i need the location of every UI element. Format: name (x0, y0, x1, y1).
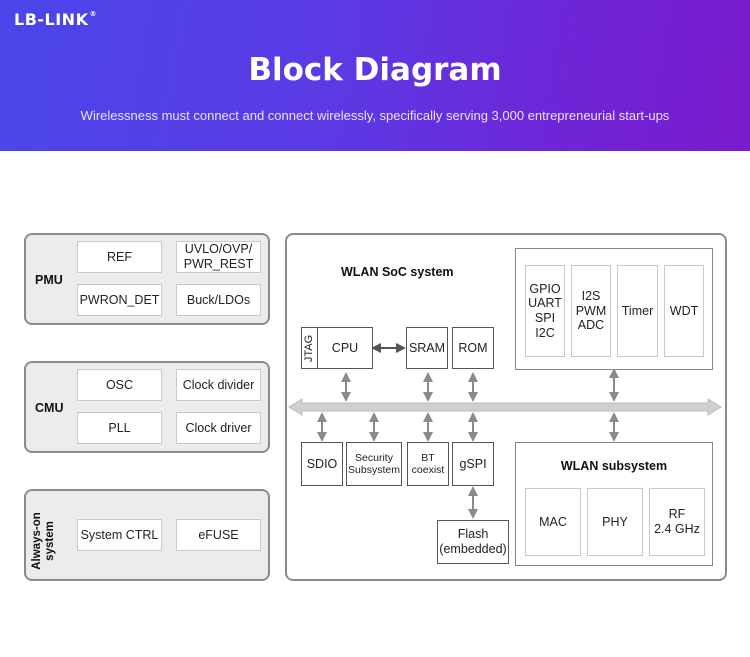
gspi-block: gSPI (452, 442, 494, 486)
wdt-block: WDT (664, 265, 704, 357)
wlan-soc-label: WLAN SoC system (341, 265, 454, 279)
flash-block: Flash (embedded) (437, 520, 509, 564)
cpu-block: JTAG CPU (301, 327, 373, 369)
system-ctrl-block: System CTRL (77, 519, 162, 551)
wlan-soc-panel (285, 233, 727, 581)
mac-block: MAC (525, 488, 581, 556)
pmu-label: PMU (35, 273, 63, 287)
page-subtitle: Wirelessness must connect and connect wi… (80, 108, 670, 123)
efuse-block: eFUSE (176, 519, 261, 551)
brand-logo[interactable]: LB-LINK® (14, 10, 97, 29)
sram-block: SRAM (406, 327, 448, 369)
pmu-panel: PMU REF UVLO/OVP/ PWR_REST PWRON_DET Buc… (24, 233, 270, 325)
osc-block: OSC (77, 369, 162, 401)
clock-driver-block: Clock driver (176, 412, 261, 444)
always-on-panel: Always-on system System CTRL eFUSE (24, 489, 270, 581)
buck-ldo-block: Buck/LDOs (176, 284, 261, 316)
rom-block: ROM (452, 327, 494, 369)
pwron-det-block: PWRON_DET (77, 284, 162, 316)
registered-mark: ® (89, 10, 97, 18)
phy-block: PHY (587, 488, 643, 556)
timer-block: Timer (617, 265, 658, 357)
jtag-label: JTAG (302, 328, 318, 368)
uvlo-ovp-block: UVLO/OVP/ PWR_REST (176, 241, 261, 273)
bt-coexist-block: BT coexist (407, 442, 449, 486)
gpio-uart-spi-i2c-block: GPIO UART SPI I2C (525, 265, 565, 357)
header-banner: LB-LINK® Block Diagram Wirelessness must… (0, 0, 750, 151)
ref-block: REF (77, 241, 162, 273)
wlan-subsystem-label: WLAN subsystem (560, 459, 668, 473)
cmu-panel: CMU OSC Clock divider PLL Clock driver (24, 361, 270, 453)
i2s-pwm-adc-block: I2S PWM ADC (571, 265, 611, 357)
security-subsystem-block: Security Subsystem (346, 442, 402, 486)
pll-block: PLL (77, 412, 162, 444)
cmu-label: CMU (35, 401, 64, 415)
page-title: Block Diagram (248, 52, 502, 88)
clock-divider-block: Clock divider (176, 369, 261, 401)
always-on-label: Always-on system (31, 512, 56, 570)
cpu-label: CPU (331, 340, 359, 355)
brand-logo-text: LB-LINK (14, 10, 89, 29)
rf-block: RF 2.4 GHz (649, 488, 705, 556)
sdio-block: SDIO (301, 442, 343, 486)
